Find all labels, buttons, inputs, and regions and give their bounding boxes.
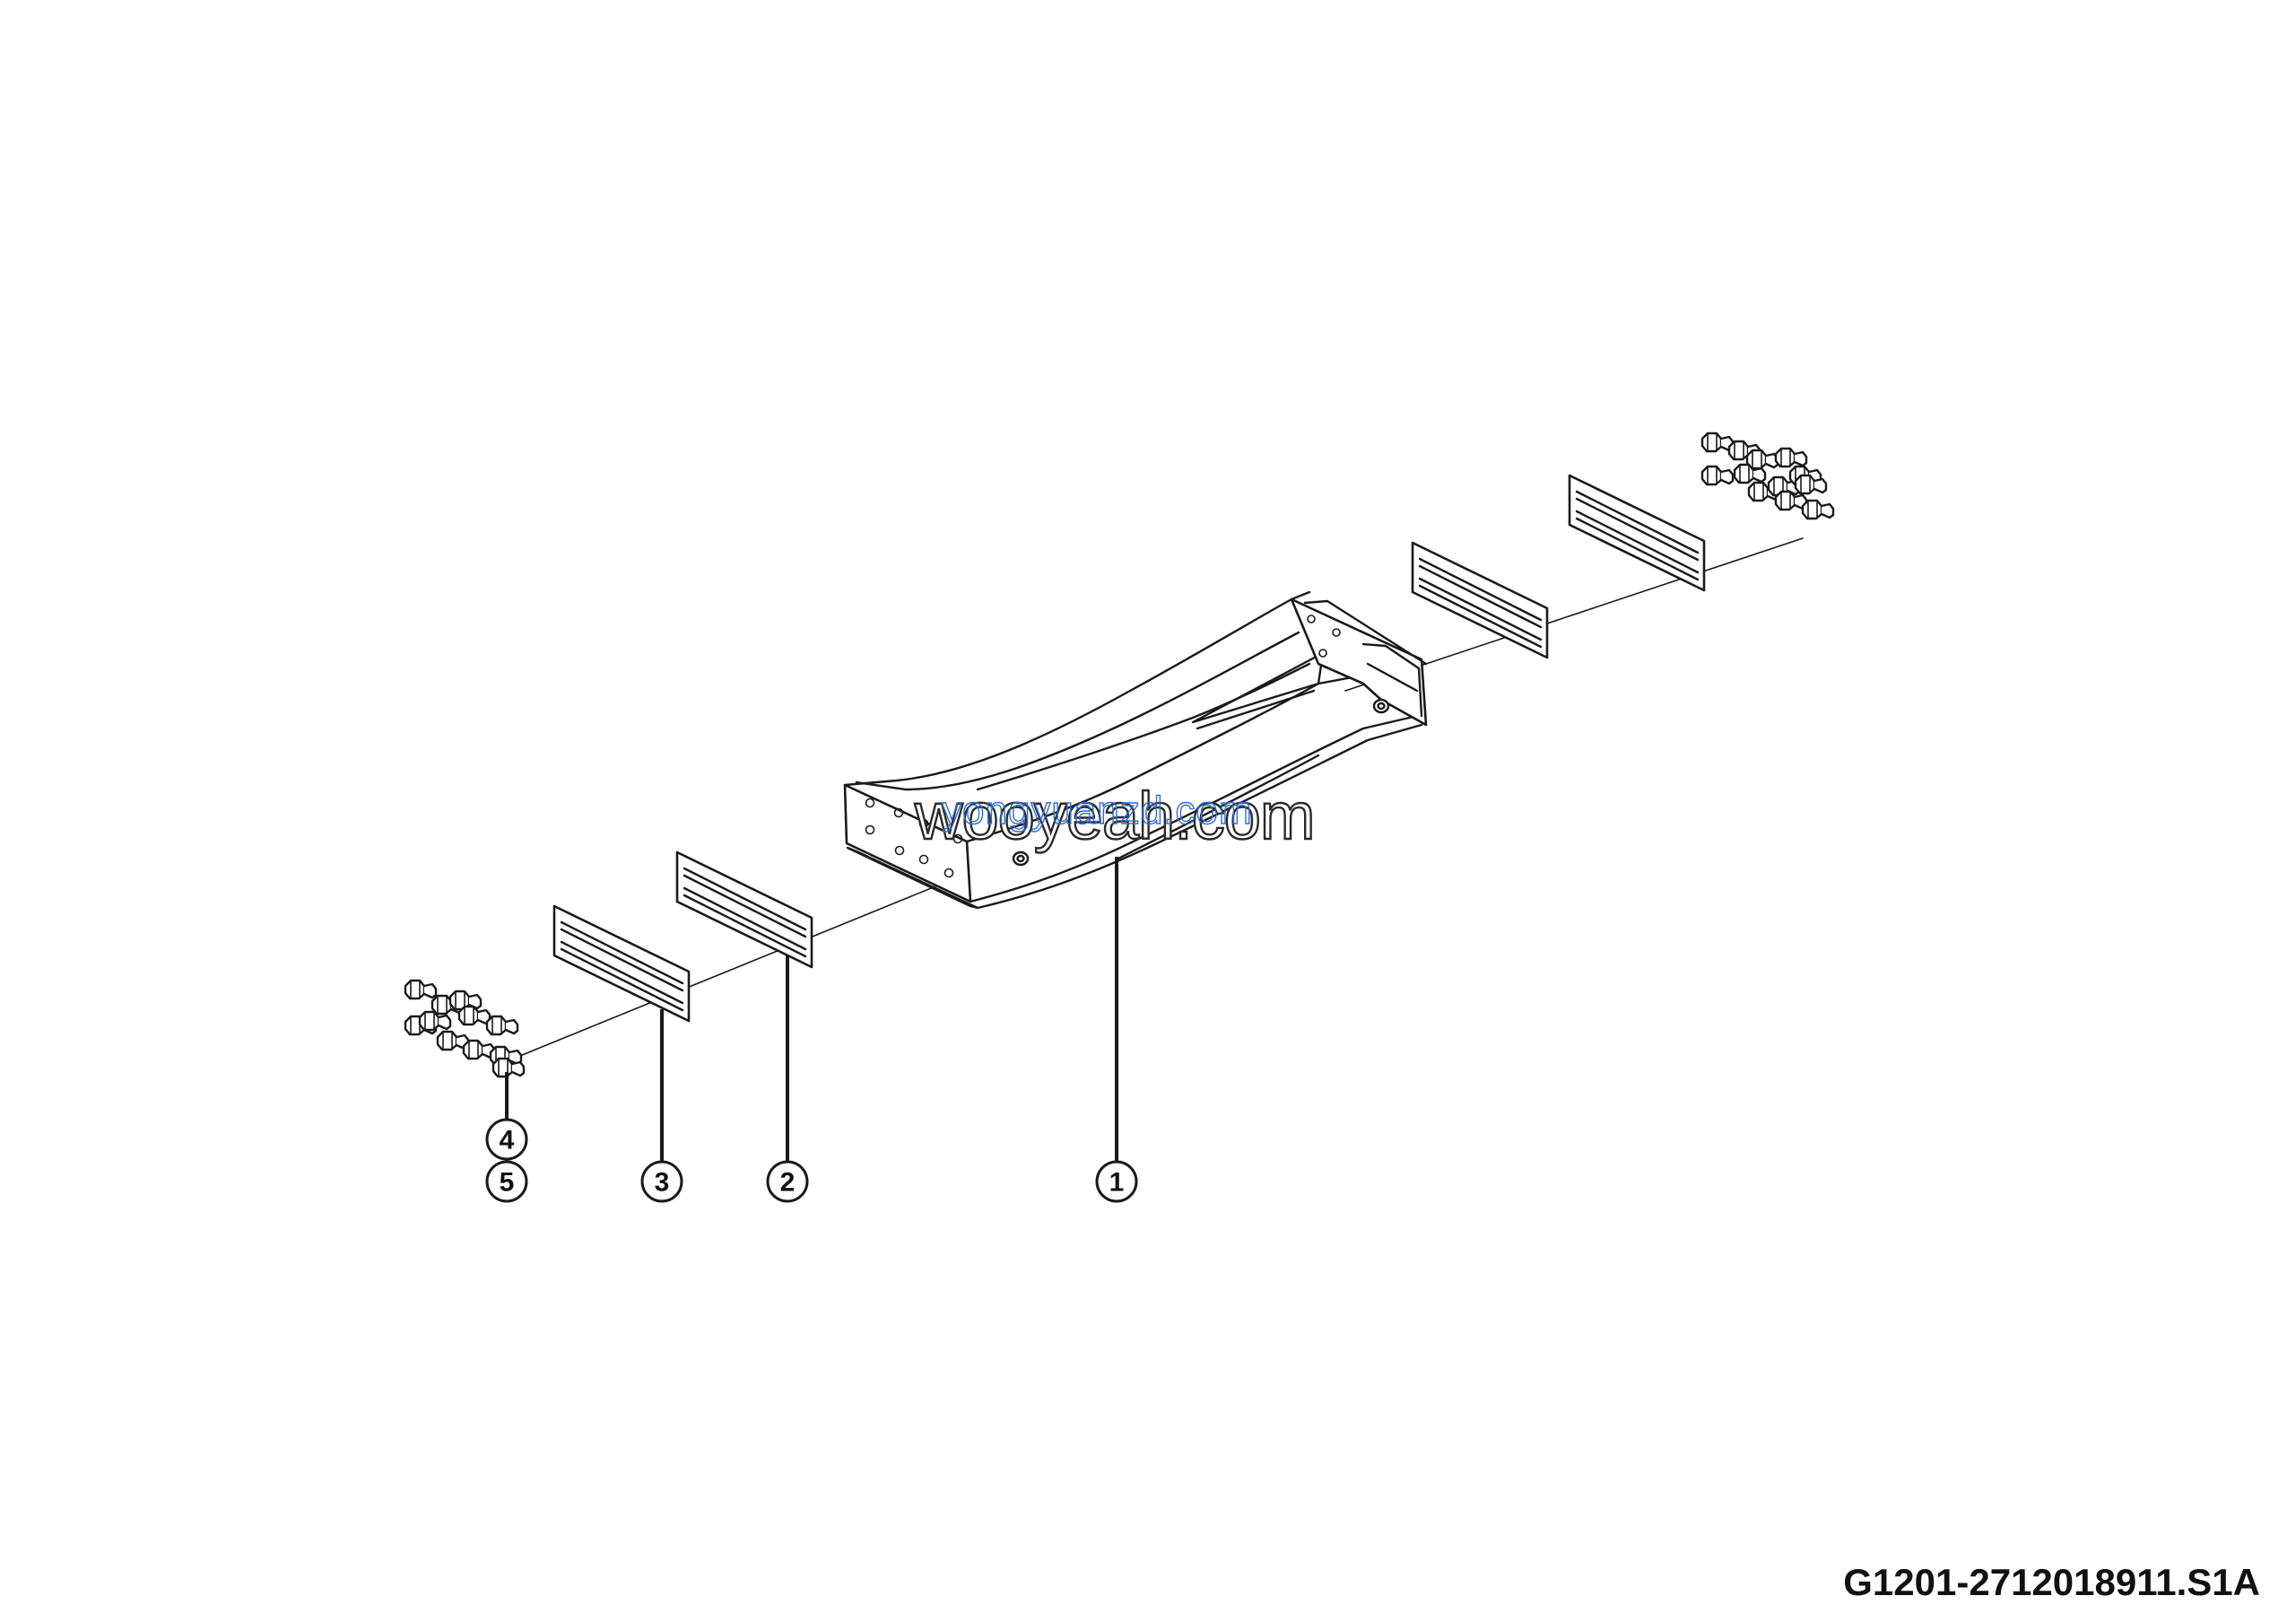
shim-plate-left-outer <box>675 850 813 969</box>
callout-5: 5 <box>485 1160 528 1203</box>
shim-plate-right-outer <box>1568 474 1706 592</box>
leader-lines <box>505 857 1118 1162</box>
callout-2: 2 <box>766 1160 809 1203</box>
frame-bracket <box>843 590 1428 910</box>
pin-bosses <box>1012 698 1390 867</box>
watermark-secondary: yongyuanzd.com <box>942 789 1253 833</box>
watermark-primary: wooyeah.com <box>914 779 1315 853</box>
callout-3: 3 <box>640 1160 683 1203</box>
callout-label: 1 <box>1109 1168 1125 1198</box>
bolt-cluster-right <box>1700 432 1835 520</box>
callout-4: 4 <box>485 1118 528 1161</box>
drawing-code: G1201-2712018911.S1A <box>1843 1561 2260 1603</box>
mounting-holes <box>865 798 963 878</box>
callout-1: 1 <box>1095 1160 1138 1203</box>
callout-label: 4 <box>500 1126 515 1155</box>
shim-plate-left-inner <box>552 904 691 1023</box>
shim-plate-right-inner <box>1411 541 1549 659</box>
callout-label: 3 <box>655 1168 670 1198</box>
bolt-cluster-left <box>404 979 526 1078</box>
callout-label: 5 <box>500 1168 515 1198</box>
callout-label: 2 <box>780 1168 796 1198</box>
